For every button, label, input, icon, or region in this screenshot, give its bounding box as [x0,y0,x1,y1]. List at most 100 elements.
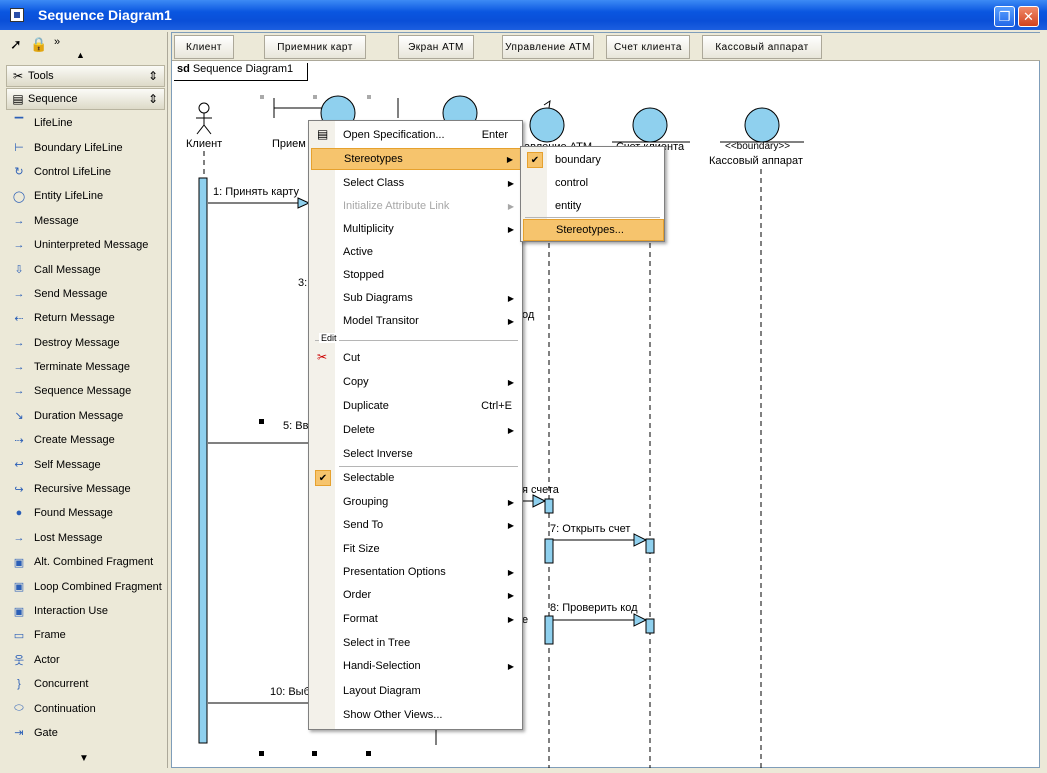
palette-item-found-message[interactable]: ●Found Message [4,501,167,525]
menu-duplicate[interactable]: Duplicate Ctrl+E [343,400,512,412]
palette-item-boundary-lifeline[interactable]: ⊢Boundary LifeLine [4,135,167,159]
select-pointer-icon[interactable]: ➚ [10,36,22,52]
tools-header-label: Tools [28,70,54,82]
diagram-canvas[interactable]: Клиент Приемник карт Экран АТМ Управлени… [171,32,1040,768]
sequence-message-icon: → [13,385,25,398]
palette-item-destroy-message[interactable]: →Destroy Message [4,331,167,355]
scroll-up-icon[interactable]: ▲ [76,50,85,60]
palette-item-duration-message[interactable]: ↘Duration Message [4,404,167,428]
lifeline-tab-screen[interactable]: Экран АТМ [398,35,474,59]
menu-stopped[interactable]: Stopped [343,269,384,281]
menu-send-to[interactable]: Send To ▶ [343,519,514,531]
palette-item-label: Gate [34,726,58,739]
submenu-boundary[interactable]: ✔ boundary [523,149,664,171]
palette-item-loop-combined-fragment[interactable]: ▣Loop Combined Fragment [4,574,167,598]
palette-item-label: LifeLine [34,117,73,130]
activation-client[interactable] [198,177,208,744]
scroll-down-icon[interactable]: ▼ [79,753,89,764]
restore-button[interactable]: ❐ [994,6,1015,27]
palette-item-uninterpreted-message[interactable]: →Uninterpreted Message [4,233,167,257]
close-button[interactable]: ✕ [1018,6,1039,27]
menu-show-other-views[interactable]: Show Other Views... [343,709,443,721]
menu-grouping[interactable]: Grouping ▶ [343,496,514,508]
submenu-arrow-icon: ▶ [507,224,514,234]
create-message-icon: ⇢ [14,434,24,447]
menu-select-inverse[interactable]: Select Inverse [343,448,413,460]
palette-item-alt-combined-fragment[interactable]: ▣Alt. Combined Fragment [4,550,167,574]
menu-layout-diagram[interactable]: Layout Diagram [343,685,421,697]
submenu-separator [525,217,660,218]
lifeline-head-control[interactable] [529,107,565,143]
menu-format[interactable]: Format ▶ [343,613,514,625]
palette-item-entity-lifeline[interactable]: ◯Entity LifeLine [4,184,167,208]
lifeline-tab-account[interactable]: Счет клиента [606,35,690,59]
submenu-control[interactable]: control [555,177,589,189]
lifeline-label-client: Клиент [186,138,222,150]
tools-group-header[interactable]: ✂ Tools ⇕ [6,65,165,87]
check-icon: ✔ [315,470,331,486]
menu-selectable[interactable]: ✔ Selectable [311,467,522,489]
entity-lifeline-icon: ◯ [12,190,26,203]
palette-item-gate[interactable]: ⇥Gate [4,721,167,745]
menu-open-specification[interactable]: ▤ Open Specification... Enter [317,127,508,141]
palette-item-control-lifeline[interactable]: ↻Control LifeLine [4,160,167,184]
lifeline-tab-control[interactable]: Управление АТМ [502,35,594,59]
lifeline-head-account[interactable] [632,107,668,143]
recursive-message-icon: ↪ [14,483,24,496]
palette-item-label: Duration Message [34,409,124,422]
menu-handi-selection[interactable]: Handi-Selection ▶ [343,660,514,672]
lifeline-head-cash[interactable] [744,107,780,143]
self-message-icon: ↩ [14,459,24,472]
menu-stereotypes[interactable]: Stereotypes ▶ [311,148,522,170]
palette-item-label: Terminate Message [34,361,130,374]
menu-model-transitor[interactable]: Model Transitor ▶ [343,315,514,327]
menu-select-in-tree[interactable]: Select in Tree [343,637,411,649]
menu-multiplicity[interactable]: Multiplicity ▶ [343,223,514,235]
palette-item-message[interactable]: →Message [4,209,167,233]
submenu-arrow-icon: ▶ [507,567,514,577]
palette-item-terminate-message[interactable]: →Terminate Message [4,355,167,379]
palette-item-label: Recursive Message [34,483,131,496]
palette-item-concurrent[interactable]: }Concurrent [4,672,167,696]
submenu-entity[interactable]: entity [555,200,582,212]
lifeline-stereotype-cash: <<boundary>> [725,141,790,152]
menu-sub-diagrams[interactable]: Sub Diagrams ▶ [343,292,514,304]
palette-item-send-message[interactable]: →Send Message [4,282,167,306]
palette-item-interaction-use[interactable]: ▣Interaction Use [4,599,167,623]
menu-select-class[interactable]: Select Class ▶ [343,177,514,189]
lifeline-tab-cash[interactable]: Кассовый аппарат [702,35,822,59]
message-icon: → [13,214,25,227]
menu-fit-size[interactable]: Fit Size [343,543,380,555]
lifeline-tab-client[interactable]: Клиент [174,35,234,59]
actor-client[interactable] [196,102,212,135]
sequence-group-header[interactable]: ▤ Sequence ⇕ [6,88,165,110]
menu-delete[interactable]: Delete ▶ [343,424,514,436]
menu-active[interactable]: Active [343,246,373,258]
palette-item-label: Boundary LifeLine [34,141,123,154]
lifeline-header-bar: Клиент Приемник карт Экран АТМ Управлени… [172,33,1040,61]
palette-item-frame[interactable]: ▭Frame [4,623,167,647]
lifeline-tab-receiver[interactable]: Приемник карт [264,35,366,59]
palette-item-recursive-message[interactable]: ↪ Recursive Message [4,477,167,501]
palette-item-lost-message[interactable]: →Lost Message [4,526,167,550]
submenu-stereotypes-more[interactable]: Stereotypes... [523,219,664,241]
menu-copy[interactable]: Copy ▶ [343,376,514,388]
palette-item-lifeline[interactable]: ▔LifeLine [4,111,167,135]
alt-fragment-icon: ▣ [13,556,25,569]
menu-presentation-options[interactable]: Presentation Options ▶ [343,566,514,578]
expand-icon[interactable]: ⇕ [147,69,158,83]
lock-icon[interactable]: 🔒 [30,36,48,52]
expand-icon[interactable]: ⇕ [147,92,158,106]
palette-item-return-message[interactable]: ⇠Return Message [4,306,167,330]
palette-item-self-message[interactable]: ↩Self Message [4,452,167,476]
specification-icon: ▤ [317,127,329,141]
menu-order[interactable]: Order ▶ [343,589,514,601]
palette-item-sequence-message[interactable]: →Sequence Message [4,379,167,403]
menu-cut[interactable]: ✂ Cut [317,350,361,364]
palette-item-label: Frame [34,629,66,642]
palette-item-continuation[interactable]: ⬭Continuation [4,696,167,720]
palette-item-call-message[interactable]: ⇩Call Message [4,257,167,281]
palette-item-create-message[interactable]: ⇢Create Message [4,428,167,452]
chevron-down-icon[interactable]: » [54,36,61,48]
